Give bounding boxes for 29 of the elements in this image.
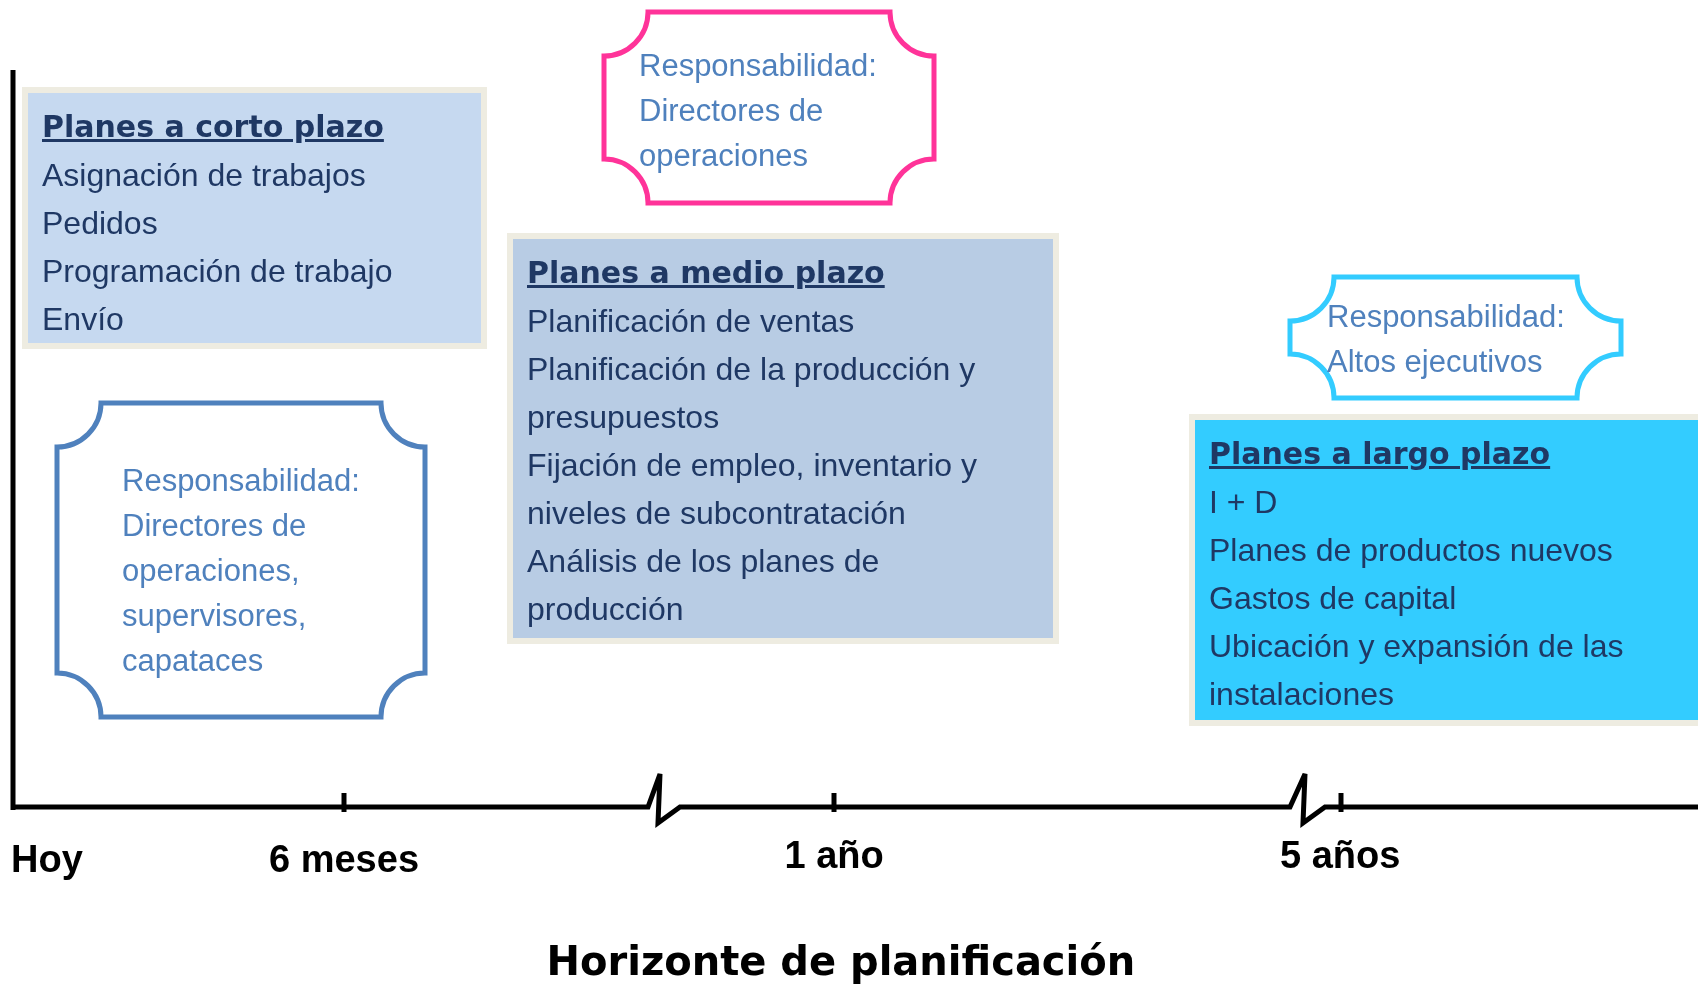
list-item: Análisis de los planes de producción (527, 542, 881, 629)
responsibility-frame (1287, 274, 1624, 401)
responsibility-text: Responsabilidad: Altos ejecutivos (1327, 298, 1566, 381)
section-heading: Planes a corto plazo (42, 108, 385, 146)
list-item: Ubicación y expansión de las instalaciones (1209, 627, 1625, 714)
list-item: Pedidos (42, 204, 159, 243)
axis-title: Horizonte de planificación (546, 938, 1136, 984)
section-heading: Planes a medio plazo (527, 254, 886, 292)
responsibility-frame (54, 400, 428, 720)
responsibility-frame (601, 9, 937, 206)
tick-label: 6 meses (269, 838, 419, 881)
plan-box (507, 233, 1059, 644)
section-heading: Planes a largo plazo (1209, 435, 1552, 473)
plan-box (22, 87, 487, 349)
list-item: Planificación de ventas (527, 302, 856, 341)
list-item: Fijación de empleo, inventario y niveles de subcontratación (527, 446, 978, 533)
plan-box (1189, 414, 1698, 726)
tick-label: Hoy (11, 838, 83, 881)
list-item: Programación de trabajo (42, 252, 394, 291)
list-item: Gastos de capital (1209, 579, 1458, 618)
list-item: Asignación de trabajos (42, 156, 367, 195)
list-item: Envío (42, 300, 125, 339)
tick-label: 1 año (784, 834, 884, 877)
responsibility-text: Responsabilidad: Directores de operaciones (639, 47, 878, 175)
tick-label: 5 años (1280, 834, 1401, 877)
responsibility-text: Responsabilidad: Directores de operaciones, supervisores, capataces (122, 462, 361, 680)
list-item: Planificación de la producción y presupuestos (527, 350, 977, 437)
list-item: I + D (1209, 483, 1279, 522)
list-item: Planes de productos nuevos (1209, 531, 1614, 570)
